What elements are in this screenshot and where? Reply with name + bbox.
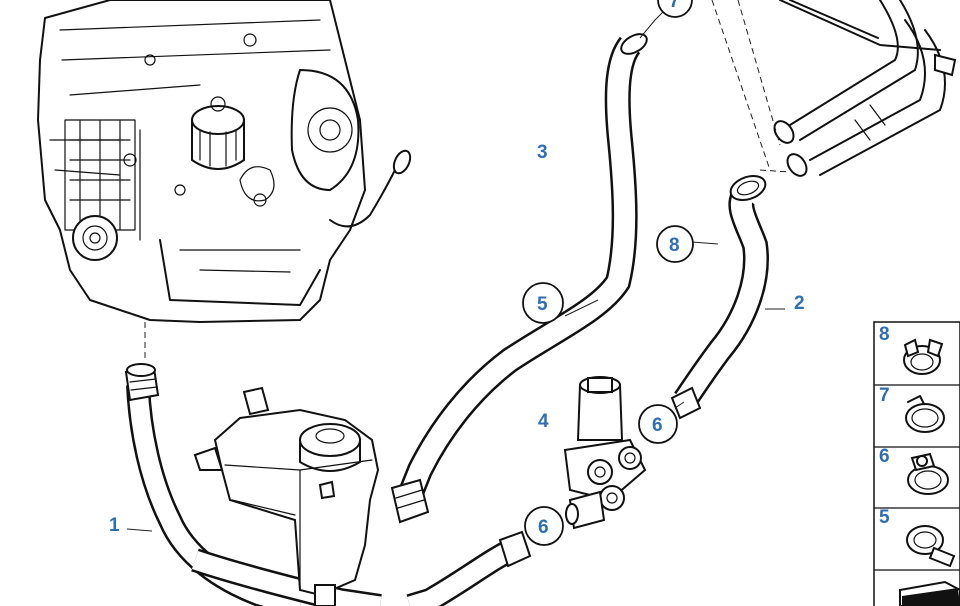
heater-guide-line-b	[737, 0, 781, 146]
callout-ring-7	[657, 0, 693, 18]
hose-3	[390, 33, 648, 524]
wire-clamp-icon	[905, 395, 945, 433]
callout-ring-6b	[524, 506, 564, 546]
callout-2: 2	[794, 293, 805, 314]
callout-3: 3	[537, 142, 548, 163]
callout-ring-6a	[638, 404, 678, 444]
partial-legend-strap	[902, 588, 960, 606]
legend-number-8: 8	[879, 324, 890, 345]
heater-guide-line-c	[759, 169, 791, 173]
hose-2	[670, 174, 769, 420]
spring-band-clamp-icon	[903, 338, 944, 375]
legend-number-5: 5	[879, 507, 890, 528]
legend-number-7: 7	[879, 385, 890, 406]
callout-ring-5	[522, 282, 564, 324]
callout-8: 8	[669, 235, 680, 256]
expansion-tank	[193, 386, 380, 606]
callout-7: 7	[669, 0, 680, 12]
heater-guide-line-a	[711, 0, 771, 171]
callout-1: 1	[109, 515, 120, 536]
callout-5: 5	[537, 294, 548, 315]
worm-drive-clamp-icon	[907, 452, 949, 495]
callout-6-lower: 6	[538, 517, 549, 538]
crimp-clamp-icon	[906, 525, 956, 568]
callout-4: 4	[538, 411, 549, 432]
legend-number-6: 6	[879, 446, 890, 467]
water-valve	[563, 376, 647, 530]
callout-ring-8	[656, 225, 694, 263]
callout-6-upper: 6	[652, 415, 663, 436]
callout-circles	[522, 0, 694, 546]
clamp-legend: 8 7 6 5	[873, 321, 960, 606]
engine-block	[37, 0, 412, 323]
heater-pipes	[773, 0, 957, 177]
hose-lower-right	[406, 530, 532, 606]
